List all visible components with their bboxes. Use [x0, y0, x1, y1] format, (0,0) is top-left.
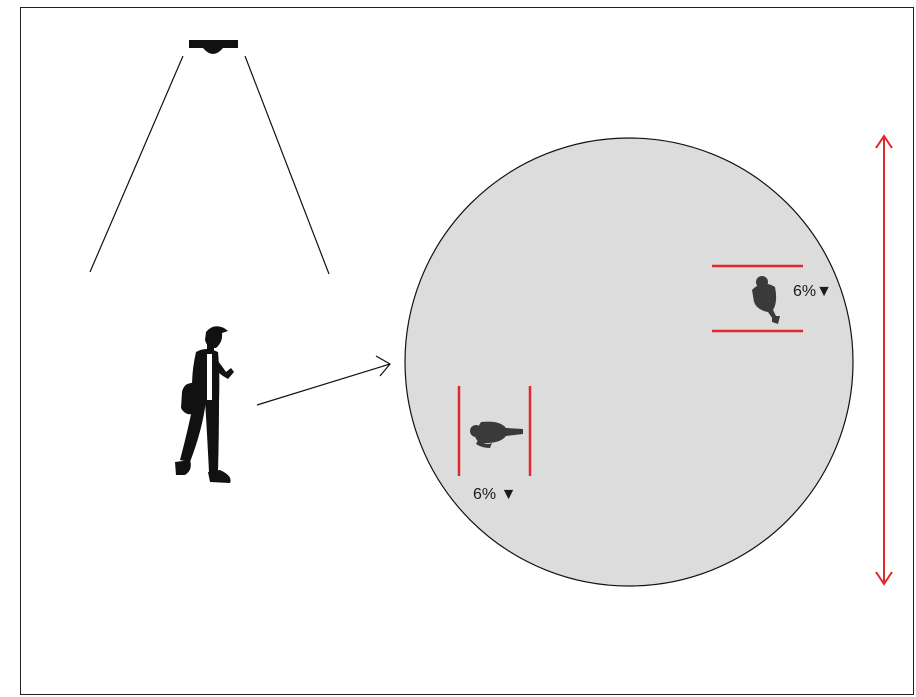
- detection-bracket-top-right: [712, 264, 803, 333]
- ceiling-camera-icon: [189, 40, 238, 54]
- detection-percent-label-bottom-left: 6% ▼: [473, 486, 517, 503]
- outer-border: [20, 7, 914, 695]
- fov-line-right: [244, 55, 330, 275]
- detection-bracket-bottom-left: [457, 386, 532, 476]
- detection-percent-label-top-right: 6%▼: [793, 283, 832, 300]
- fisheye-view-circle: [404, 137, 854, 587]
- vertical-extent-arrow: [875, 134, 893, 586]
- fov-line-left: [89, 55, 184, 273]
- projection-arrow: [256, 355, 391, 406]
- top-down-person-icon: [752, 276, 780, 324]
- walking-person-icon: [175, 326, 234, 483]
- top-down-person-icon: [470, 421, 523, 448]
